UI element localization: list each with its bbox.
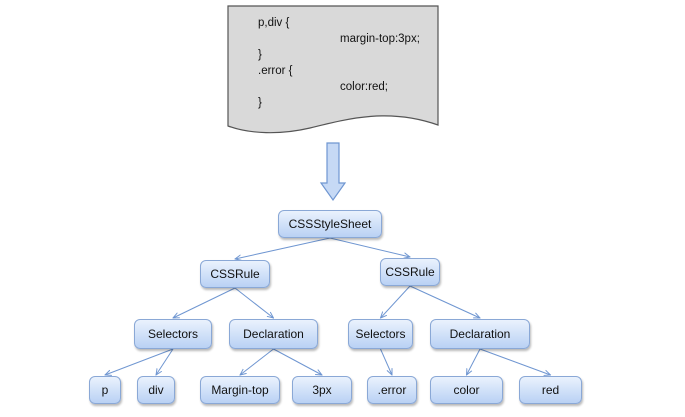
connector-line: [479, 348, 551, 375]
node-selectors-2: Selectors: [348, 319, 413, 349]
connector-line: [273, 348, 323, 375]
node-css-rule-1: CSSRule: [200, 260, 270, 288]
connector-line: [105, 348, 174, 375]
node-property-margin-top: Margin-top: [200, 376, 280, 404]
connector-line: [329, 237, 410, 257]
code-line: margin-top:3px;: [340, 33, 420, 45]
node-selector-error: .error: [367, 376, 417, 404]
css-code-block: p,div { margin-top:3px;} .error { color:red…: [228, 6, 438, 126]
node-css-rule-2: CSSRule: [380, 258, 440, 286]
connector-line: [240, 348, 274, 375]
connector-line: [235, 237, 331, 259]
code-line: p,div {: [258, 17, 290, 29]
node-property-color: color: [430, 376, 503, 404]
node-selectors-1: Selectors: [134, 319, 212, 349]
node-value-red: red: [519, 376, 582, 404]
code-line: color:red;: [340, 81, 388, 93]
node-declaration-1: Declaration: [229, 319, 318, 349]
node-selector-p: p: [89, 376, 121, 404]
code-line: }: [258, 49, 262, 61]
code-line: }: [258, 97, 262, 109]
connector-line: [409, 285, 480, 318]
code-line: .error {: [258, 65, 293, 77]
document-shape: [227, 5, 439, 134]
down-arrow-icon: [319, 142, 347, 202]
node-value-3px: 3px: [292, 376, 352, 404]
connector-line: [234, 287, 274, 318]
connector-line: [156, 348, 174, 375]
node-css-stylesheet: CSSStyleSheet: [278, 210, 382, 238]
connector-line: [380, 348, 393, 375]
connector-line: [381, 285, 411, 318]
node-selector-div: div: [137, 376, 175, 404]
connector-line: [173, 287, 236, 318]
tree-connectors: [105, 237, 551, 375]
node-declaration-2: Declaration: [430, 319, 530, 349]
connector-line: [467, 348, 481, 375]
